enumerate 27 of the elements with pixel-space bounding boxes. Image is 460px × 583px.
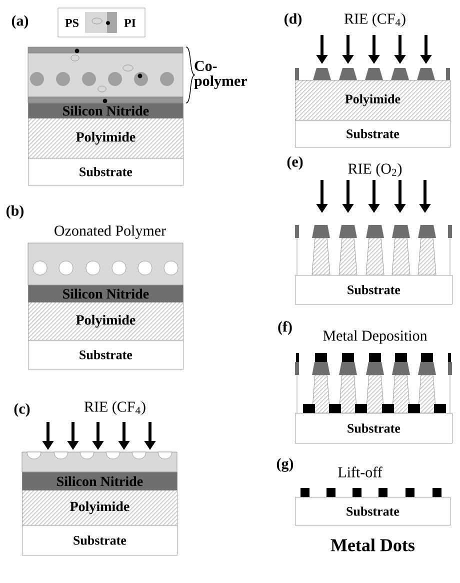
panel-letter: (f) bbox=[278, 321, 292, 335]
nitride-layer: Silicon Nitride bbox=[22, 472, 178, 490]
substrate-layer: Substrate bbox=[28, 158, 184, 186]
step-label: RIE (CF$_{4}$) bbox=[84, 401, 146, 415]
panel-letter: (e) bbox=[287, 156, 303, 170]
legend-label: PS bbox=[65, 18, 78, 28]
substrate-layer: Substrate bbox=[295, 275, 452, 304]
panel-letter: (d) bbox=[284, 13, 302, 27]
step-label: Ozonated Polymer bbox=[54, 225, 166, 239]
step-label: Metal Deposition bbox=[323, 330, 428, 344]
nitride-layer: Silicon Nitride bbox=[28, 103, 184, 118]
legend-label: PI bbox=[124, 19, 136, 27]
substrate-layer: Substrate bbox=[28, 340, 184, 370]
copolymer-label: Co-polymer bbox=[194, 60, 247, 90]
substrate-layer: Substrate bbox=[295, 120, 450, 148]
step-label: RIE (CF$_{4}$) bbox=[344, 13, 406, 27]
substrate-layer: Substrate bbox=[295, 413, 452, 444]
panel-letter: (g) bbox=[276, 458, 294, 472]
panel-letter: (a) bbox=[12, 15, 28, 29]
step-label: RIE (O$_{2}$) bbox=[348, 163, 402, 177]
panel-letter: (b) bbox=[6, 205, 24, 219]
panel-letter: (c) bbox=[14, 403, 30, 417]
result-label: Metal Dots bbox=[330, 538, 415, 552]
step-label: Lift-off bbox=[338, 466, 382, 478]
substrate-layer: Substrate bbox=[295, 497, 450, 526]
nitride-layer: Silicon Nitride bbox=[28, 285, 184, 302]
substrate-layer: Substrate bbox=[22, 525, 178, 556]
